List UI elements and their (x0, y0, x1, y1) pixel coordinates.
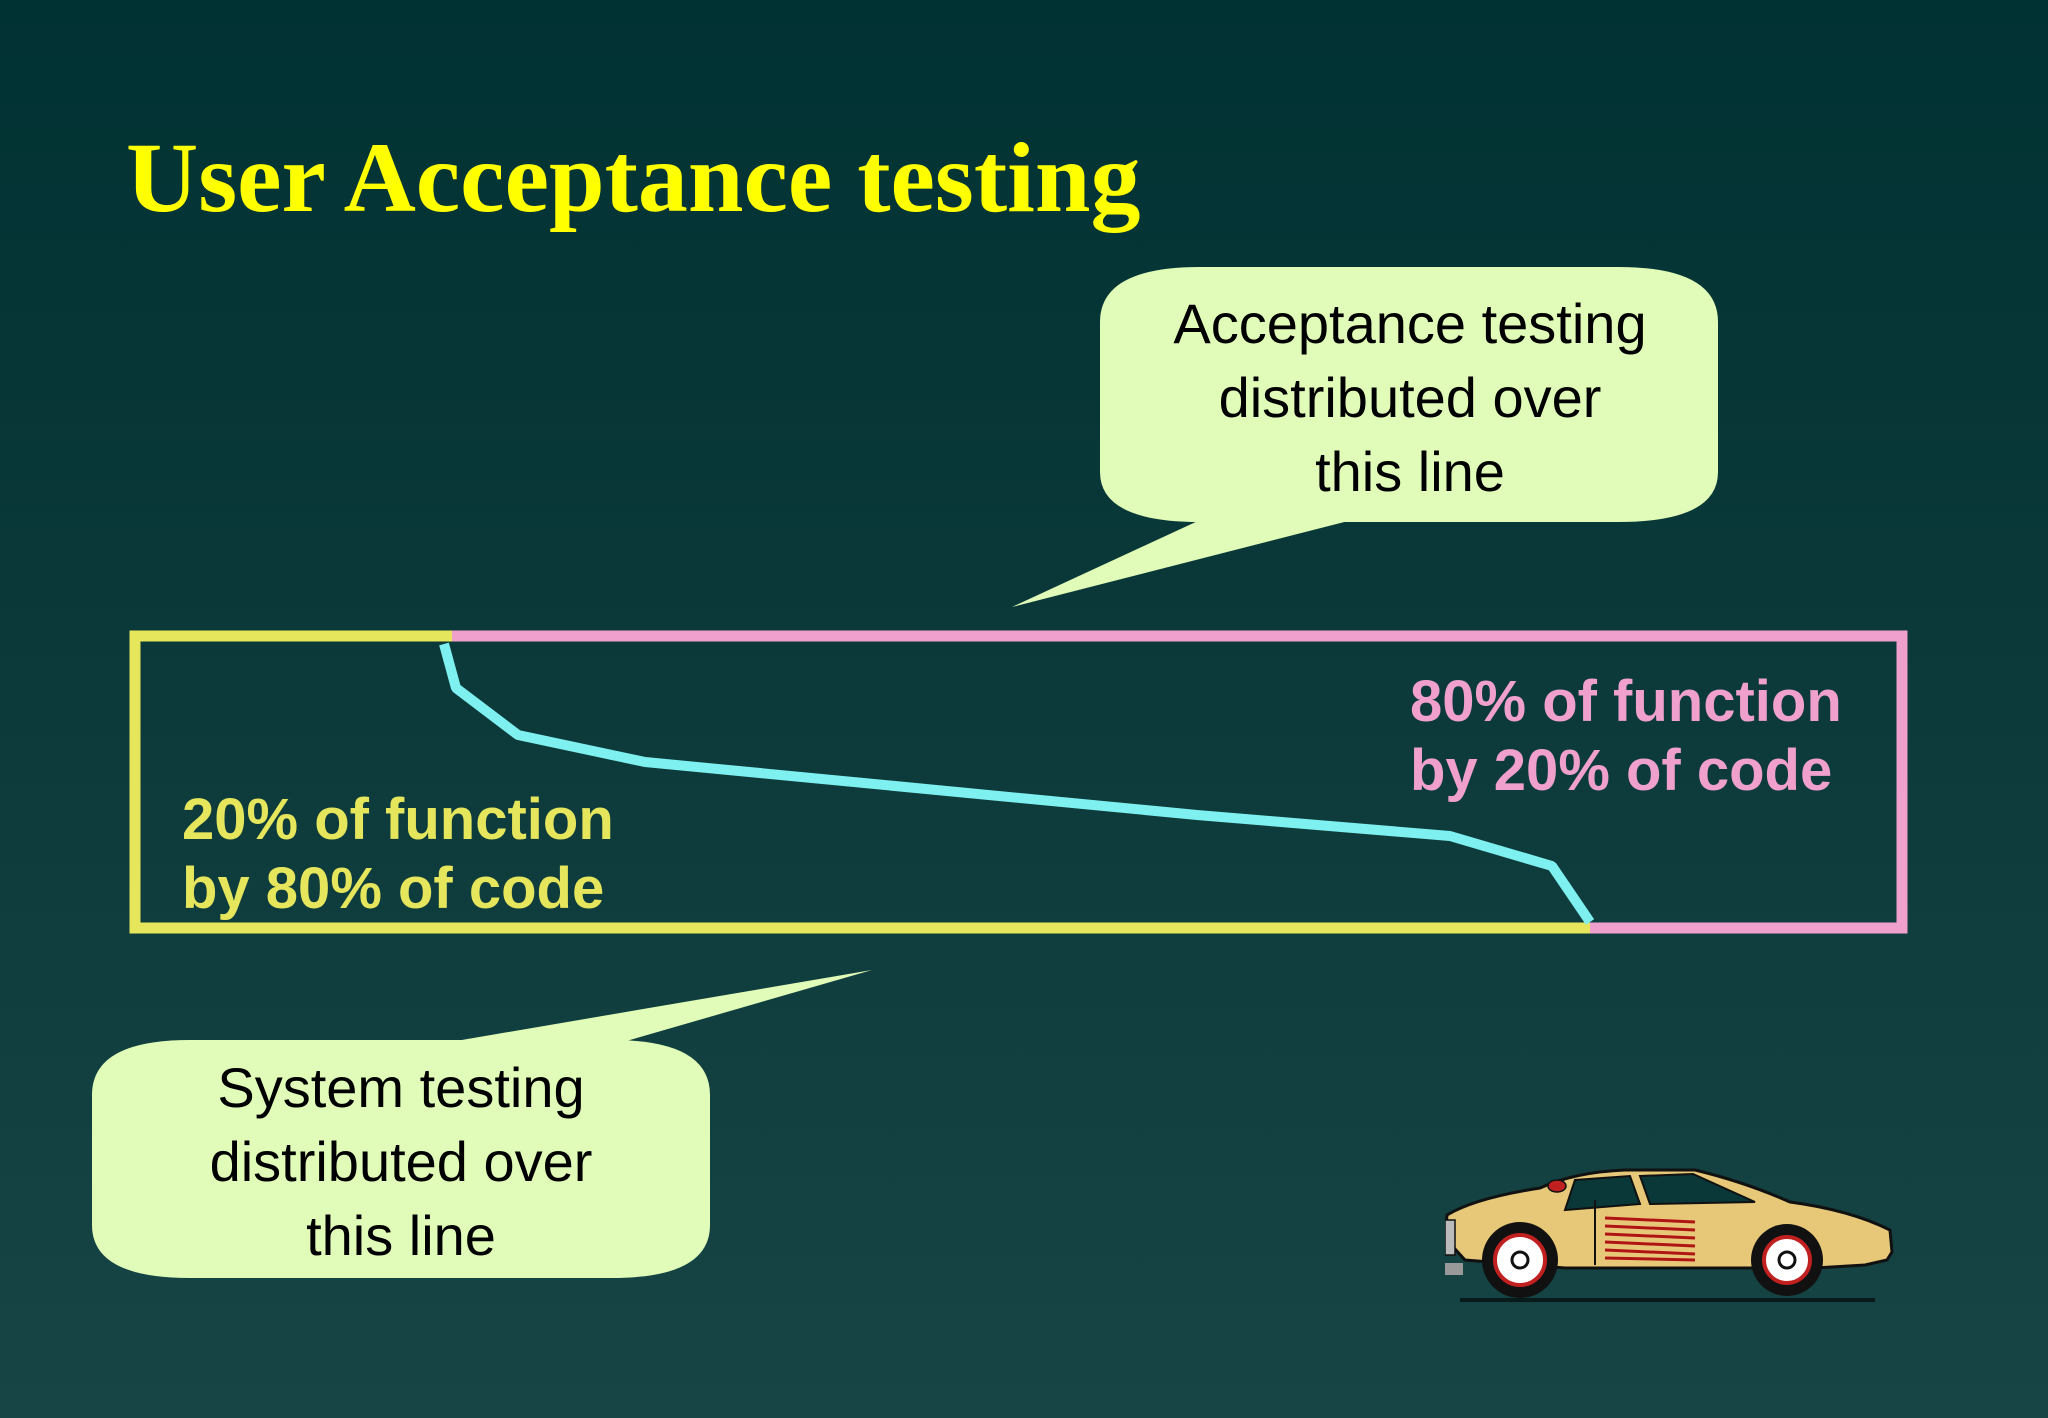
left-label-line-1: 20% of function (182, 787, 614, 852)
function-code-divider-line (439, 642, 1595, 925)
right-label-line-1: 80% of function (1410, 669, 1842, 734)
right-label-line-2: by 20% of code (1410, 738, 1833, 803)
callout-system-line-1: System testing (217, 1056, 585, 1119)
callout-system-line-2: distributed over (209, 1130, 593, 1193)
sports-car-icon (1445, 1168, 1894, 1302)
callout-acceptance-text: Acceptance testing distributed over this… (1105, 287, 1715, 509)
car-front-wheel (1482, 1222, 1558, 1298)
slide-title: User Acceptance testing (126, 122, 1141, 233)
car-rear-wheel (1751, 1224, 1823, 1296)
right-region-label: 80% of function by 20% of code (1410, 667, 1842, 805)
callout-acceptance-line-3: this line (1315, 440, 1505, 503)
left-label-line-2: by 80% of code (182, 856, 605, 921)
left-region-label: 20% of function by 80% of code (182, 785, 614, 923)
callout-acceptance-bubble (1012, 267, 1718, 607)
system-testing-line (129, 630, 1590, 934)
acceptance-testing-line (452, 630, 1908, 934)
callout-system-text: System testing distributed over this lin… (95, 1051, 707, 1273)
callout-acceptance-line-2: distributed over (1218, 366, 1602, 429)
callout-system-bubble (92, 970, 872, 1278)
callout-system-line-3: this line (306, 1204, 496, 1267)
callout-acceptance-line-1: Acceptance testing (1173, 292, 1647, 355)
